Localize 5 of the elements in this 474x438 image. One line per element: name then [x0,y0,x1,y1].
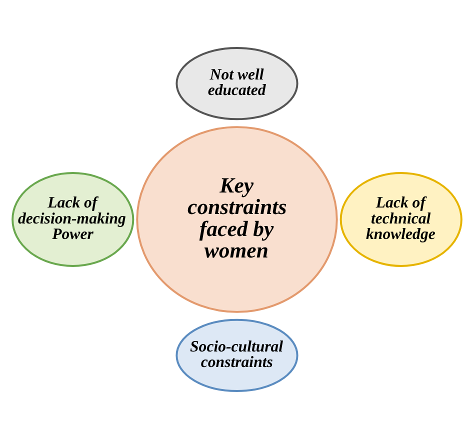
node-ellipse: Socio-cultural constraints [176,318,298,392]
node-ellipse: Not well educated [176,46,298,120]
node-ellipse: Lack of technical knowledge [340,172,462,266]
node-ellipse: Lack of decision-making Power [12,172,134,266]
node-circle: Key constraints faced by women [136,126,338,312]
